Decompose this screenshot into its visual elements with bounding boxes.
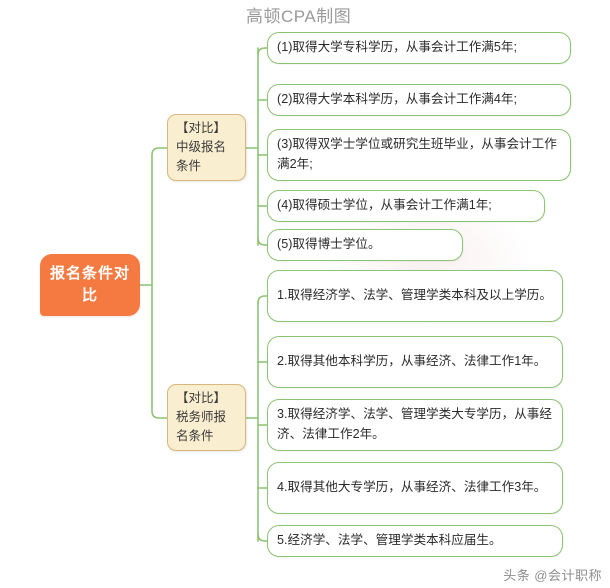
branch-label-intermediate: 【对比】中级报名条件 bbox=[176, 121, 227, 173]
leaf-label: (5)取得博士学位。 bbox=[277, 237, 381, 252]
connector-mid-leaf-5 bbox=[257, 237, 268, 246]
leaf-label: (3)取得双学士学位或研究生班毕业，从事会计工作满2年; bbox=[277, 137, 557, 171]
leaf-label: 3.取得经济学、法学、管理学类大专学历，从事经济、法律工作2年。 bbox=[277, 407, 552, 441]
leaf-label: 2.取得其他本科学历，从事经济、法律工作1年。 bbox=[277, 354, 547, 369]
leaf-node[interactable]: 1.取得经济学、法学、管理学类本科及以上学历。 bbox=[267, 270, 563, 322]
root-label: 报名条件对比 bbox=[49, 265, 130, 304]
leaf-node[interactable]: (2)取得大学本科学历，从事会计工作满4年; bbox=[267, 84, 571, 116]
mindmap-root-node[interactable]: 报名条件对比 bbox=[40, 254, 140, 316]
connector-tax-leaf-1 bbox=[257, 295, 268, 304]
leaf-node[interactable]: 4.取得其他大专学历，从事经济、法律工作3年。 bbox=[267, 462, 563, 514]
leaf-node[interactable]: (3)取得双学士学位或研究生班毕业，从事会计工作满2年; bbox=[267, 129, 571, 181]
leaf-node[interactable]: 3.取得经济学、法学、管理学类大专学历，从事经济、法律工作2年。 bbox=[267, 399, 563, 451]
connector-root-to-branch-mid bbox=[151, 147, 168, 286]
connector-tax-leaf-5 bbox=[257, 533, 268, 542]
leaf-node[interactable]: 5.经济学、法学、管理学类本科应届生。 bbox=[267, 525, 563, 557]
leaf-node[interactable]: (1)取得大学专科学历，从事会计工作满5年; bbox=[267, 32, 571, 64]
leaf-label: (1)取得大学专科学历，从事会计工作满5年; bbox=[277, 40, 517, 55]
leaf-label: 5.经济学、法学、管理学类本科应届生。 bbox=[277, 533, 502, 548]
leaf-label: (4)取得硕士学位，从事会计工作满1年; bbox=[277, 198, 492, 213]
attribution-footer: 头条 @会计职称 bbox=[503, 568, 602, 583]
leaf-label: (2)取得大学本科学历，从事会计工作满4年; bbox=[277, 92, 517, 107]
leaf-node[interactable]: 2.取得其他本科学历，从事经济、法律工作1年。 bbox=[267, 336, 563, 388]
leaf-node[interactable]: (5)取得博士学位。 bbox=[267, 229, 463, 261]
branch-node-tax-agent[interactable]: 【对比】税务师报名条件 bbox=[167, 384, 246, 451]
page-title: 高顿CPA制图 bbox=[246, 7, 352, 26]
connector-root-to-branch-tax bbox=[151, 284, 168, 419]
branch-label-tax-agent: 【对比】税务师报名条件 bbox=[176, 391, 227, 443]
branch-node-intermediate[interactable]: 【对比】中级报名条件 bbox=[167, 114, 246, 181]
leaf-label: 4.取得其他大专学历，从事经济、法律工作3年。 bbox=[277, 480, 547, 495]
leaf-label: 1.取得经济学、法学、管理学类本科及以上学历。 bbox=[277, 288, 552, 303]
connector-mid-leaf-1 bbox=[257, 47, 268, 56]
leaf-node[interactable]: (4)取得硕士学位，从事会计工作满1年; bbox=[267, 190, 545, 222]
